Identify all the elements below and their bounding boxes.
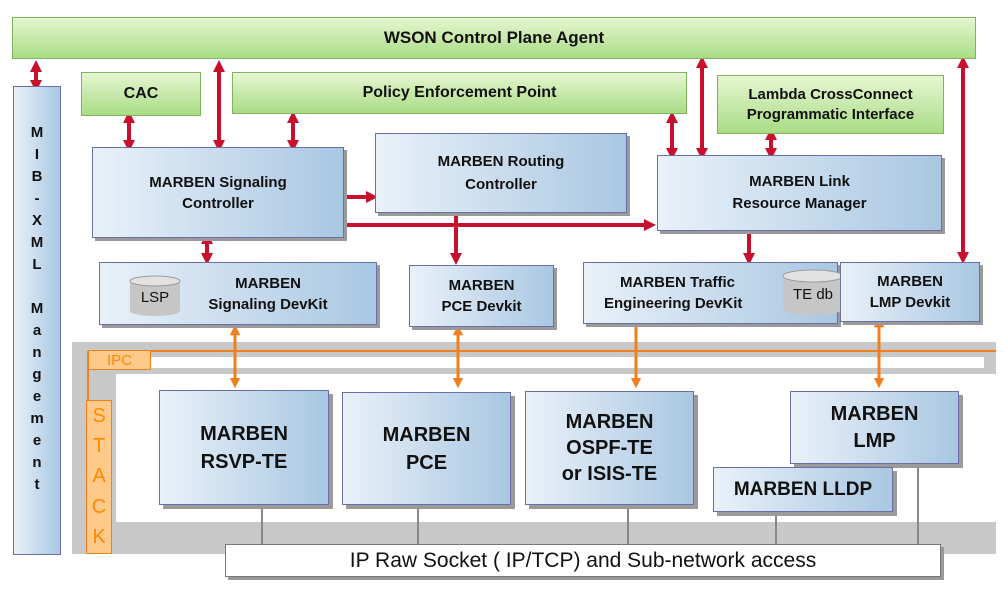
pce-devkit-line1: MARBEN <box>448 277 515 294</box>
mib-char: M <box>30 124 44 141</box>
te-db-icon: TE db <box>782 269 844 317</box>
signaling-devkit-line2: Signaling DevKit <box>208 295 328 313</box>
mib-char: t <box>34 476 40 493</box>
link-manager-line2: Resource Manager <box>732 195 867 212</box>
lmp-line1: MARBEN <box>830 402 919 425</box>
rsvp-te-line1: MARBEN <box>200 422 288 445</box>
stack-char: A <box>92 465 106 488</box>
ospf-line3: or ISIS-TE <box>561 463 658 485</box>
lsp-cylinder <box>129 275 181 316</box>
rsvp-te-box: MARBEN RSVP-TE <box>159 390 329 505</box>
link-manager-line1: MARBEN Link <box>749 173 850 190</box>
mib-char: L <box>32 256 42 273</box>
policy-enforcement-point: Policy Enforcement Point <box>232 72 687 114</box>
ip-raw-socket-bar: IP Raw Socket ( IP/TCP) and Sub-network … <box>225 544 941 577</box>
wson-agent-label: WSON Control Plane Agent <box>383 28 605 47</box>
lambda-label-line1: Lambda CrossConnect <box>748 85 913 103</box>
lsp-label: LSP <box>140 289 170 306</box>
mib-char: B <box>31 168 43 185</box>
lldp-box: MARBEN LLDP <box>713 467 893 512</box>
lsp-database-icon: LSP <box>129 275 181 317</box>
stack-char: S <box>92 404 106 427</box>
lambda-label-line2: Programmatic Interface <box>746 105 915 123</box>
mib-char: n <box>32 454 42 471</box>
pep-label: Policy Enforcement Point <box>362 84 557 101</box>
te-devkit-line1: MARBEN Traffic <box>620 274 736 291</box>
cac-box: CAC <box>81 72 201 116</box>
pce-devkit: MARBEN PCE Devkit <box>409 265 554 327</box>
routing-controller-line1: MARBEN Routing <box>437 153 565 170</box>
ospf-line1: MARBEN <box>565 411 654 433</box>
te-devkit-line2: Engineering DevKit <box>604 295 743 312</box>
mib-char: M <box>30 234 44 251</box>
stack-char: T <box>92 435 106 458</box>
mib-char: n <box>32 344 42 361</box>
ospf-te-box: MARBEN OSPF-TE or ISIS-TE <box>525 391 694 505</box>
lambda-crossconnect-interface: Lambda CrossConnect Programmatic Interfa… <box>717 75 944 134</box>
wson-control-plane-agent: WSON Control Plane Agent <box>12 17 976 59</box>
pce-line1: MARBEN <box>382 423 471 446</box>
ipc-label: IPC <box>106 351 132 369</box>
mib-char: I <box>34 146 40 163</box>
routing-controller-line2: Controller <box>465 176 537 193</box>
signaling-devkit-line1: MARBEN <box>235 274 301 292</box>
ipc-bus-inner <box>104 357 984 368</box>
rsvp-te-line2: RSVP-TE <box>200 450 288 473</box>
ospf-line2: OSPF-TE <box>566 437 653 459</box>
cac-label: CAC <box>123 85 159 102</box>
routing-controller: MARBEN Routing Controller <box>375 133 627 213</box>
te-db-cylinder <box>782 269 844 315</box>
mib-char: X <box>31 212 42 229</box>
pce-devkit-line2: PCE Devkit <box>441 298 522 315</box>
lmp-devkit: MARBEN LMP Devkit <box>840 262 980 322</box>
stack-char: C <box>91 495 107 518</box>
signaling-controller-line1: MARBEN Signaling <box>149 173 287 191</box>
signaling-controller: MARBEN Signaling Controller <box>92 147 344 238</box>
lldp-label: MARBEN LLDP <box>733 478 873 500</box>
lmp-box: MARBEN LMP <box>790 391 959 464</box>
mib-char: e <box>32 432 42 449</box>
pce-box: MARBEN PCE <box>342 392 511 505</box>
signaling-controller-line2: Controller <box>182 194 254 212</box>
ipc-label-box: IPC <box>88 350 151 370</box>
mib-char: a <box>32 322 42 339</box>
mib-char: - <box>34 190 40 207</box>
lmp-devkit-line1: MARBEN <box>877 273 943 290</box>
lmp-devkit-line2: LMP Devkit <box>869 294 951 311</box>
stack-char: K <box>92 526 106 549</box>
te-db-label: TE db <box>792 286 834 303</box>
mib-char: m <box>30 410 44 427</box>
mib-char: g <box>32 366 42 383</box>
link-resource-manager: MARBEN Link Resource Manager <box>657 155 942 231</box>
pce-line2: PCE <box>405 451 448 474</box>
mib-char: e <box>32 388 42 405</box>
mib-char: M <box>30 300 44 317</box>
raw-socket-label: IP Raw Socket ( IP/TCP) and Sub-network … <box>349 548 817 572</box>
lmp-line2: LMP <box>853 429 896 452</box>
